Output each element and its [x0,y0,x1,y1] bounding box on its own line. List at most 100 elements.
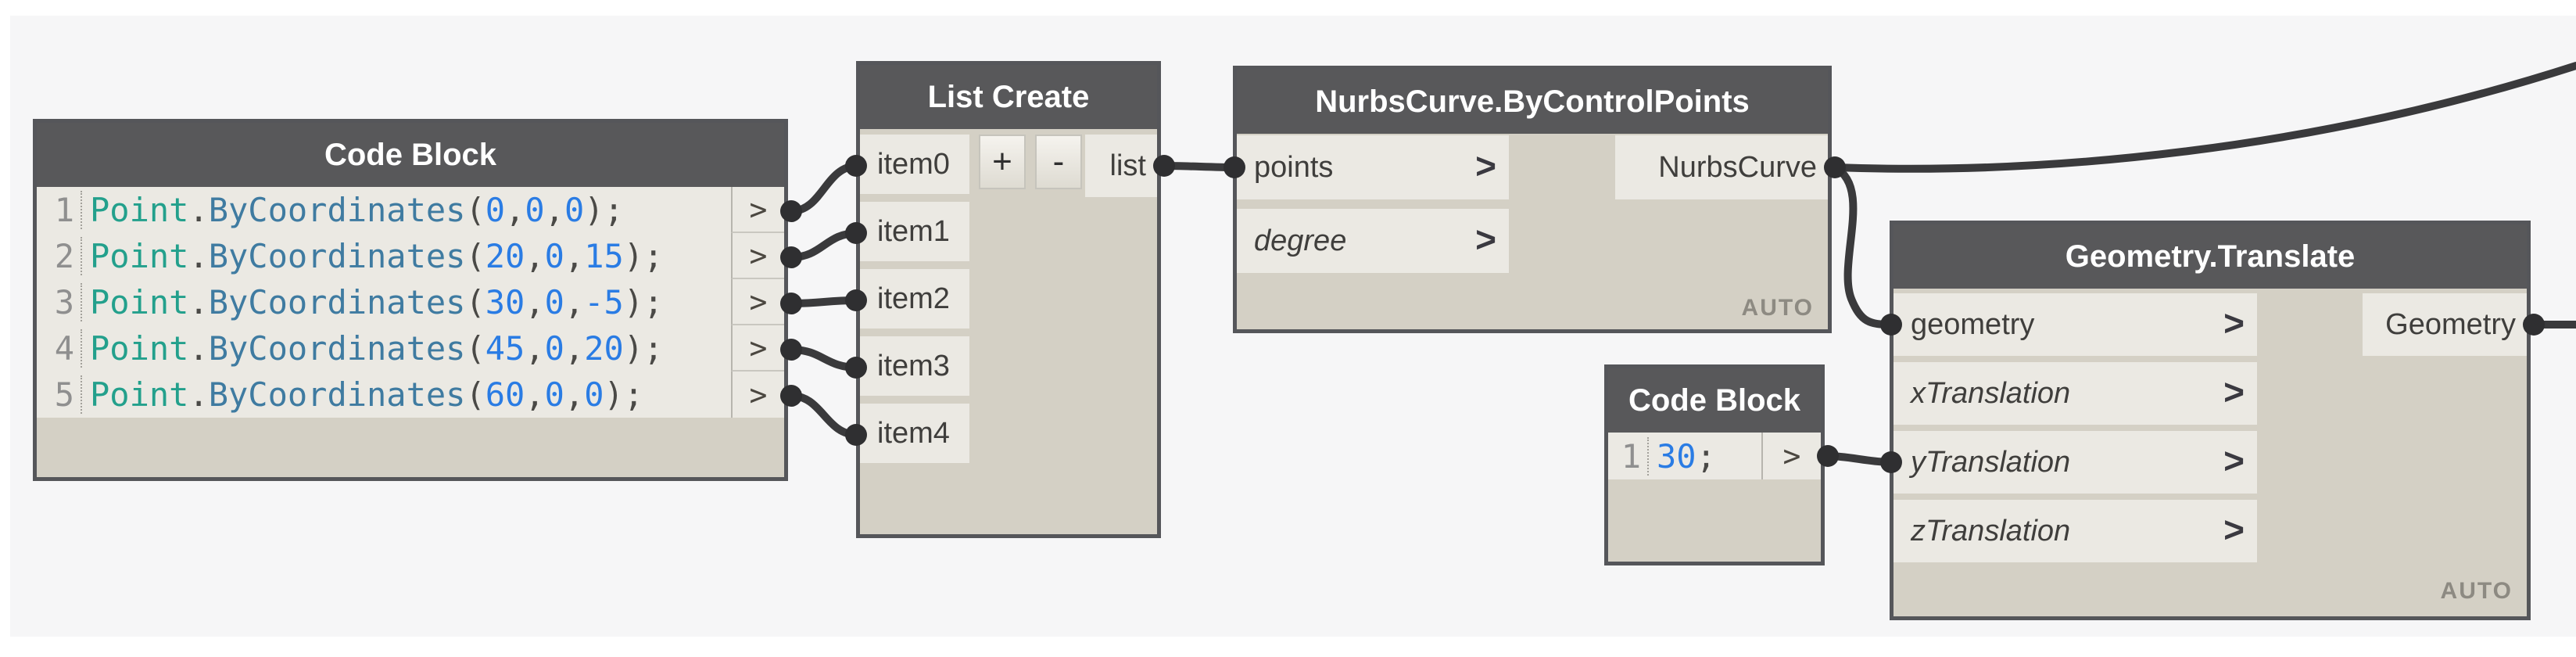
lacing-indicator[interactable]: AUTO [1741,295,1814,321]
input-port-item0[interactable]: item0 [860,135,969,194]
port-label: zTranslation [1911,514,2071,548]
code-token: 0 [544,375,564,414]
input-port-xtranslation[interactable]: xTranslation > [1893,362,2257,425]
input-port-item3[interactable]: item3 [860,336,969,396]
input-port-item2[interactable]: item2 [860,269,969,328]
code-token: ( [465,191,485,229]
code-token: 0 [544,283,564,321]
node-code-block-30[interactable]: Code Block 1 30; > [1604,364,1825,565]
add-input-button[interactable]: + [979,135,1026,189]
node-geometry-translate[interactable]: Geometry.Translate geometry > xTranslati… [1890,221,2531,620]
node-header[interactable]: Geometry.Translate [1893,224,2527,289]
node-title: Code Block [1628,382,1801,418]
code-token: 20 [584,329,624,368]
code-token: ); [623,283,664,321]
code-token: 15 [584,237,624,275]
code-token: , [525,237,545,275]
line-number: 3 [37,283,82,321]
port-label: xTranslation [1911,376,2071,410]
code-token: 0 [525,191,545,229]
code-text: Point.ByCoordinates(45,0,20); [82,329,731,368]
line-number: 4 [37,329,82,368]
code-token: 30 [1657,436,1696,476]
code-token: ( [465,283,485,321]
output-port-list[interactable]: list [1085,135,1157,197]
port-label: item4 [877,416,950,450]
input-port-item4[interactable]: item4 [860,404,969,463]
port-label: Geometry [2385,307,2516,341]
code-token: 0 [544,237,564,275]
code-editor[interactable]: 1 30; > [1608,433,1821,479]
code-token: ); [584,191,624,229]
node-nurbscurve-bycontrolpoints[interactable]: NurbsCurve.ByControlPoints points > degr… [1233,66,1832,333]
code-token: Point [90,191,189,229]
chevron-right-icon: > [1475,219,1496,260]
code-token: Point [90,375,189,414]
code-line[interactable]: 2 Point.ByCoordinates(20,0,15); > [37,233,784,279]
chevron-right-icon: > [2223,509,2245,551]
output-port-nurbscurve[interactable]: NurbsCurve [1615,135,1828,199]
input-port-ytranslation[interactable]: yTranslation > [1893,431,2257,494]
output-port-0[interactable]: > [731,187,784,233]
input-port-ztranslation[interactable]: zTranslation > [1893,500,2257,562]
node-code-block-points[interactable]: Code Block 1 Point.ByCoordinates(0,0,0);… [33,119,788,481]
port-label: list [1109,149,1146,182]
port-label: item2 [877,282,950,315]
node-header[interactable]: Code Block [37,123,784,187]
code-token: ); [623,237,664,275]
node-title: Geometry.Translate [2065,239,2356,274]
code-line[interactable]: 1 30; > [1608,433,1821,479]
code-token: ( [465,329,485,368]
code-line[interactable]: 4 Point.ByCoordinates(45,0,20); > [37,325,784,372]
code-token: , [525,283,545,321]
code-token: ByCoordinates [208,237,466,275]
output-port-4[interactable]: > [731,372,784,418]
code-token: 0 [564,191,585,229]
line-number: 2 [37,237,82,275]
code-token: -5 [584,283,624,321]
code-token: ByCoordinates [208,375,466,414]
lacing-indicator[interactable]: AUTO [2440,578,2513,604]
code-token: ByCoordinates [208,191,466,229]
code-line[interactable]: 5 Point.ByCoordinates(60,0,0); > [37,372,784,418]
input-port-degree[interactable]: degree > [1237,209,1509,273]
input-port-geometry[interactable]: geometry > [1893,293,2257,356]
output-port-2[interactable]: > [731,279,784,325]
code-token: , [505,191,525,229]
code-text: Point.ByCoordinates(20,0,15); [82,237,731,275]
output-port-geometry[interactable]: Geometry [2363,293,2527,356]
node-footer [37,418,784,477]
code-token: 0 [485,191,506,229]
port-label: NurbsCurve [1658,150,1817,184]
code-token: ByCoordinates [208,283,466,321]
node-title: Code Block [324,137,497,172]
code-token: ByCoordinates [208,329,466,368]
code-token: ; [1696,436,1716,476]
output-port-1[interactable]: > [731,233,784,279]
code-token: , [525,329,545,368]
port-label: degree [1254,224,1347,257]
code-text: Point.ByCoordinates(30,0,-5); [82,283,731,321]
node-header[interactable]: Code Block [1608,368,1821,433]
code-token: , [564,375,585,414]
code-line[interactable]: 1 Point.ByCoordinates(0,0,0); > [37,187,784,233]
input-port-item1[interactable]: item1 [860,202,969,261]
code-token: . [188,329,209,368]
remove-input-button[interactable]: - [1035,135,1082,189]
output-port-0[interactable]: > [1761,433,1821,479]
node-list-create[interactable]: List Create item0 item1 item2 item3 item… [856,61,1161,538]
port-label: geometry [1911,307,2035,341]
code-token: . [188,375,209,414]
node-header[interactable]: List Create [860,65,1157,129]
chevron-right-icon: > [2223,440,2245,482]
code-line[interactable]: 3 Point.ByCoordinates(30,0,-5); > [37,279,784,325]
input-port-points[interactable]: points > [1237,135,1509,199]
line-number: 5 [37,375,82,414]
code-token: , [544,191,564,229]
output-port-3[interactable]: > [731,325,784,372]
chevron-right-icon: > [2223,372,2245,413]
port-label: points [1254,150,1334,184]
code-editor[interactable]: 1 Point.ByCoordinates(0,0,0); > 2 Point.… [37,187,784,418]
node-header[interactable]: NurbsCurve.ByControlPoints [1237,70,1828,134]
